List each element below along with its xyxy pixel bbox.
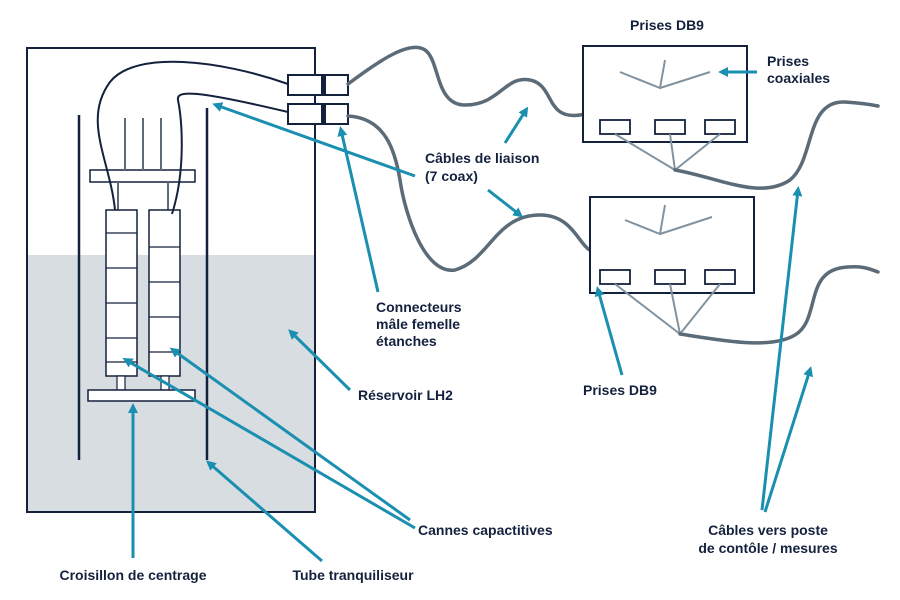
connector-top [287,74,349,96]
label-prises-db9-bottom: Prises DB9 [583,382,657,398]
label-tube: Tube tranquiliseur [292,567,414,583]
label-prises-db9-top: Prises DB9 [630,17,704,33]
label-cables-poste-1: Câbles vers poste [708,522,828,538]
label-reservoir: Réservoir LH2 [358,387,453,403]
label-connecteurs-1: Connecteurs [376,299,462,315]
arrows [122,67,813,563]
output-cable-bottom [678,265,880,345]
label-cannes: Cannes capactitives [418,522,553,538]
label-croisillon: Croisillon de centrage [59,567,206,583]
db9-box-top [582,45,748,143]
label-prises-coaxiales-2: coaxiales [767,70,830,86]
internal-wire-2 [171,92,289,215]
internal-wire-1 [96,60,289,211]
label-cables-liaison-2: (7 coax) [425,168,478,184]
output-cable-top [673,100,880,190]
label-prises-coaxiales-1: Prises [767,53,809,69]
db9-box-bottom [589,196,755,294]
label-cables-poste-2: de contôle / mesures [698,540,837,556]
connector-bottom [287,103,349,125]
label-connecteurs-2: mâle femelle [376,316,460,332]
tank-outline [26,47,316,513]
centering-cross [87,389,196,402]
label-connecteurs-3: étanches [376,333,437,349]
capacitive-rod-right [148,209,181,377]
capacitive-rod-left [105,209,138,377]
label-cables-liaison-1: Câbles de liaison [425,150,539,166]
